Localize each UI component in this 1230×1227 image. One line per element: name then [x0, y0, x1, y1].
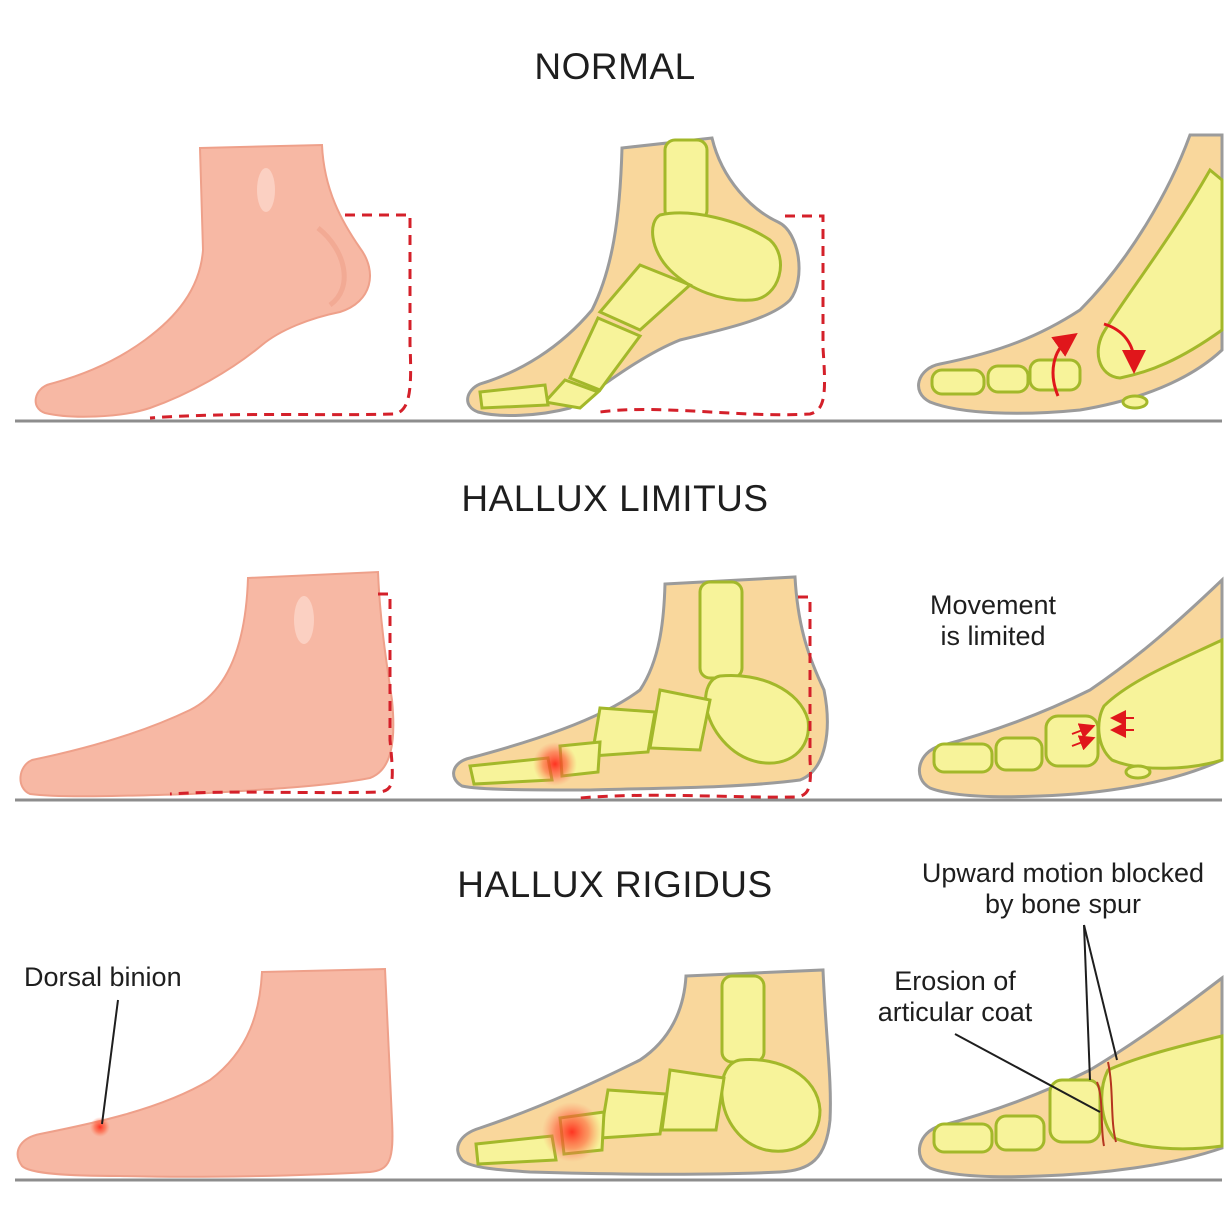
limitus-foot-xray	[452, 575, 829, 792]
dorsal-binion-leader-line	[101, 999, 119, 1125]
erosion-leader-line	[954, 1033, 1101, 1113]
callout-bone-spur: Upward motion blocked by bone spur	[898, 858, 1228, 920]
title-hallux-rigidus: HALLUX RIGIDUS	[457, 864, 773, 905]
title-normal: NORMAL	[534, 46, 696, 87]
callout-dorsal-binion: Dorsal binion	[24, 962, 182, 992]
callout-movement-limited: Movement is limited	[900, 590, 1086, 652]
title-hallux-limitus: HALLUX LIMITUS	[461, 478, 769, 519]
normal-foot-skin	[34, 143, 371, 418]
rigidus-foot-xray	[456, 968, 832, 1176]
limitus-toe-joint-closeup	[918, 576, 1224, 799]
callout-erosion-line2: articular coat	[877, 997, 1033, 1027]
callout-movement-limited-line2: is limited	[940, 621, 1046, 651]
limitus-xray-dashed-outline	[579, 595, 812, 800]
limitus-foot-skin	[19, 570, 395, 798]
normal-toe-joint-closeup	[917, 133, 1224, 415]
rigidus-foot-skin	[16, 967, 394, 1178]
bone-spur-leader-line-2	[1083, 924, 1118, 1061]
limitus-arch-dashed-outline	[169, 592, 394, 796]
normal-xray-dashed-outline	[599, 214, 827, 417]
bone-spur-leader-line-1	[1083, 924, 1091, 1081]
normal-foot-xray	[466, 136, 801, 417]
callout-bone-spur-line2: by bone spur	[984, 889, 1142, 919]
callout-erosion-line1: Erosion of	[894, 966, 1016, 996]
normal-arch-dashed-outline	[149, 213, 413, 420]
callout-bone-spur-line1: Upward motion blocked	[921, 858, 1205, 888]
callout-erosion: Erosion of articular coat	[862, 966, 1048, 1028]
callout-movement-limited-line1: Movement	[929, 590, 1057, 620]
